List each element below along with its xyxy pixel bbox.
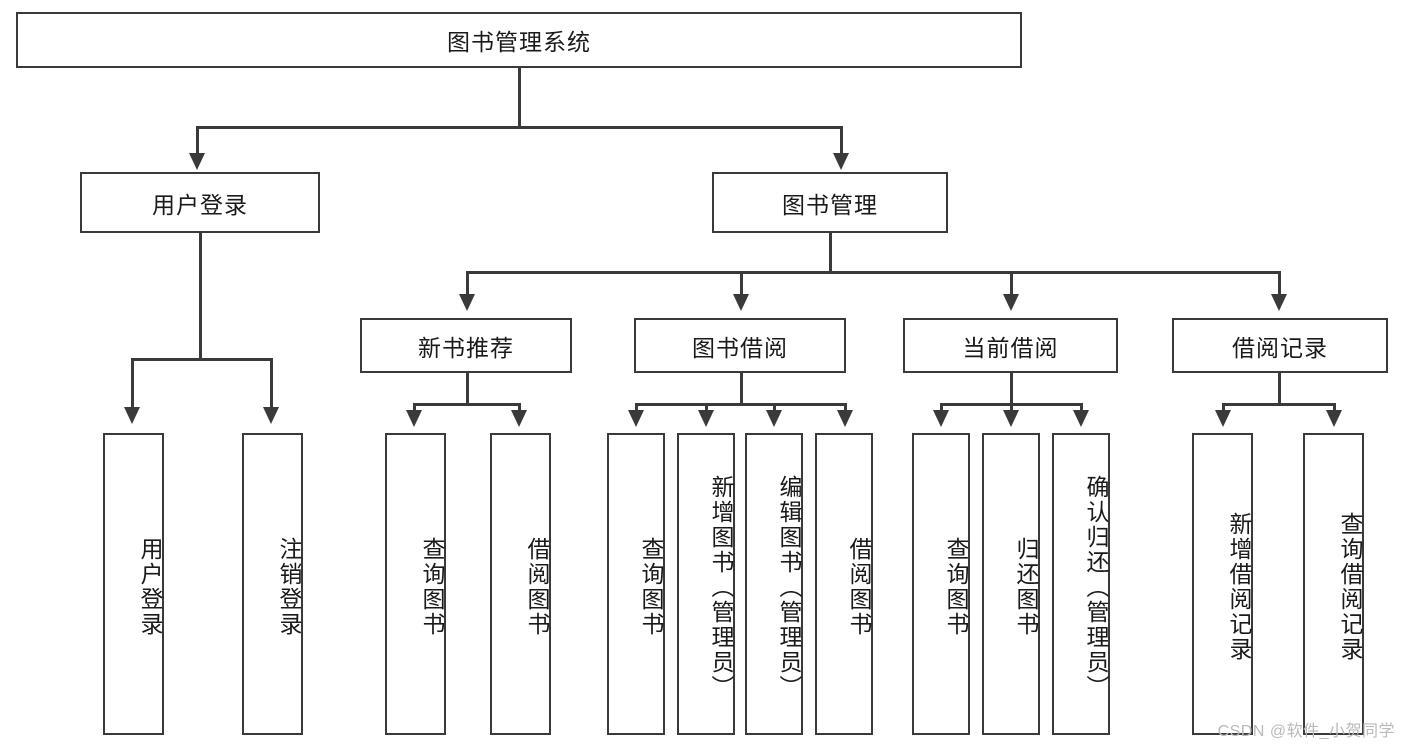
leaf-current-borrow-1[interactable]: 查询图书: [912, 433, 970, 735]
connector-book-borrow-drop-4: [844, 403, 847, 413]
arrow-current-borrow-leaf-3: [1073, 410, 1089, 427]
arrow-new-book-leaf-1: [406, 410, 422, 427]
arrow-borrow-record-leaf-2: [1326, 410, 1342, 427]
connector-current-borrow-drop-1: [940, 403, 943, 413]
node-label: 新增图书（管理员）: [708, 474, 734, 700]
arrow-book-borrow-leaf-2: [698, 410, 714, 427]
leaf-new-book-2[interactable]: 借阅图书: [490, 433, 551, 735]
arrow-current-borrow-leaf-2: [1003, 410, 1019, 427]
node-book-management[interactable]: 图书管理: [712, 172, 948, 233]
leaf-user-login-1[interactable]: 用户登录: [103, 433, 164, 735]
node-book-borrow[interactable]: 图书借阅: [634, 318, 846, 373]
arrow-current-borrow-leaf-1: [933, 410, 949, 427]
connector-book-manage-drop-2: [740, 271, 743, 297]
connector-borrow-record-stem: [1278, 373, 1281, 405]
connector-user-login-drop-1: [131, 358, 134, 410]
node-label: 新增借阅记录: [1226, 512, 1252, 662]
leaf-current-borrow-3[interactable]: 确认归还（管理员）: [1052, 433, 1110, 735]
node-label: 图书管理: [782, 191, 878, 218]
node-label: 借阅图书: [846, 537, 872, 637]
node-label: 借阅记录: [1232, 334, 1328, 361]
node-root-system[interactable]: 图书管理系统: [16, 12, 1022, 68]
connector-new-book-stem: [466, 373, 469, 405]
connector-book-borrow-drop-2: [705, 403, 708, 413]
connector-book-manage-drop-3: [1010, 271, 1013, 297]
arrow-new-book-leaf-2: [511, 410, 527, 427]
connector-user-login-drop-2: [270, 358, 273, 410]
connector-book-manage-drop-4: [1278, 271, 1281, 297]
node-new-book-recommend[interactable]: 新书推荐: [360, 318, 572, 373]
arrow-to-borrow-record: [1271, 294, 1287, 311]
connector-borrow-record-bus: [1222, 403, 1335, 406]
arrow-root-to-book-manage: [833, 153, 849, 170]
connector-book-borrow-stem: [740, 373, 743, 405]
connector-root-bus: [196, 126, 842, 129]
arrow-user-login-leaf-1: [124, 407, 140, 424]
connector-book-borrow-drop-1: [635, 403, 638, 413]
arrow-root-to-user-login: [189, 153, 205, 170]
node-label: 归还图书: [1013, 537, 1039, 637]
connector-user-login-bus: [131, 358, 271, 361]
connector-new-book-bus: [413, 403, 520, 406]
connector-root-stem: [518, 68, 521, 128]
node-label: 借阅图书: [524, 537, 550, 637]
arrow-to-current-borrow: [1003, 294, 1019, 311]
arrow-user-login-leaf-2: [263, 407, 279, 424]
node-current-borrow[interactable]: 当前借阅: [903, 318, 1118, 373]
arrow-to-book-borrow: [733, 294, 749, 311]
connector-borrow-record-drop-1: [1222, 403, 1225, 413]
leaf-book-borrow-3[interactable]: 编辑图书（管理员）: [745, 433, 803, 735]
connector-root-to-user-login: [196, 126, 199, 156]
leaf-new-book-1[interactable]: 查询图书: [385, 433, 446, 735]
node-label: 查询借阅记录: [1337, 512, 1363, 662]
node-label: 用户登录: [137, 537, 163, 637]
leaf-book-borrow-2[interactable]: 新增图书（管理员）: [677, 433, 735, 735]
connector-current-borrow-drop-2: [1010, 403, 1013, 413]
node-label: 注销登录: [276, 537, 302, 637]
connector-current-borrow-drop-3: [1080, 403, 1083, 413]
node-label: 查询图书: [419, 537, 445, 637]
leaf-borrow-record-1[interactable]: 新增借阅记录: [1192, 433, 1253, 735]
connector-book-borrow-bus: [635, 403, 846, 406]
node-label: 用户登录: [152, 191, 248, 218]
arrow-book-borrow-leaf-1: [628, 410, 644, 427]
node-label: 图书借阅: [692, 334, 788, 361]
leaf-current-borrow-2[interactable]: 归还图书: [982, 433, 1040, 735]
connector-book-manage-stem: [829, 233, 832, 273]
arrow-book-borrow-leaf-3: [766, 410, 782, 427]
connector-book-manage-bus: [466, 271, 1278, 274]
node-label: 查询图书: [943, 537, 969, 637]
node-borrow-record[interactable]: 借阅记录: [1172, 318, 1388, 373]
connector-book-borrow-drop-3: [773, 403, 776, 413]
node-label: 查询图书: [638, 537, 664, 637]
arrow-borrow-record-leaf-1: [1215, 410, 1231, 427]
node-label: 确认归还（管理员）: [1083, 474, 1109, 700]
leaf-book-borrow-4[interactable]: 借阅图书: [815, 433, 873, 735]
leaf-book-borrow-1[interactable]: 查询图书: [607, 433, 665, 735]
connector-current-borrow-stem: [1010, 373, 1013, 405]
node-label: 编辑图书（管理员）: [776, 474, 802, 700]
node-user-login[interactable]: 用户登录: [80, 172, 320, 233]
leaf-user-login-2[interactable]: 注销登录: [242, 433, 303, 735]
node-label: 新书推荐: [418, 334, 514, 361]
arrow-book-borrow-leaf-4: [837, 410, 853, 427]
arrow-to-new-book-recommend: [459, 294, 475, 311]
leaf-borrow-record-2[interactable]: 查询借阅记录: [1303, 433, 1364, 735]
connector-book-manage-drop-1: [466, 271, 469, 297]
connector-new-book-drop-1: [413, 403, 416, 413]
connector-new-book-drop-2: [518, 403, 521, 413]
node-label: 图书管理系统: [447, 29, 591, 55]
node-label: 当前借阅: [962, 334, 1059, 361]
connector-borrow-record-drop-2: [1333, 403, 1336, 413]
connector-user-login-stem: [199, 233, 202, 360]
connector-root-to-book-manage: [840, 126, 843, 156]
